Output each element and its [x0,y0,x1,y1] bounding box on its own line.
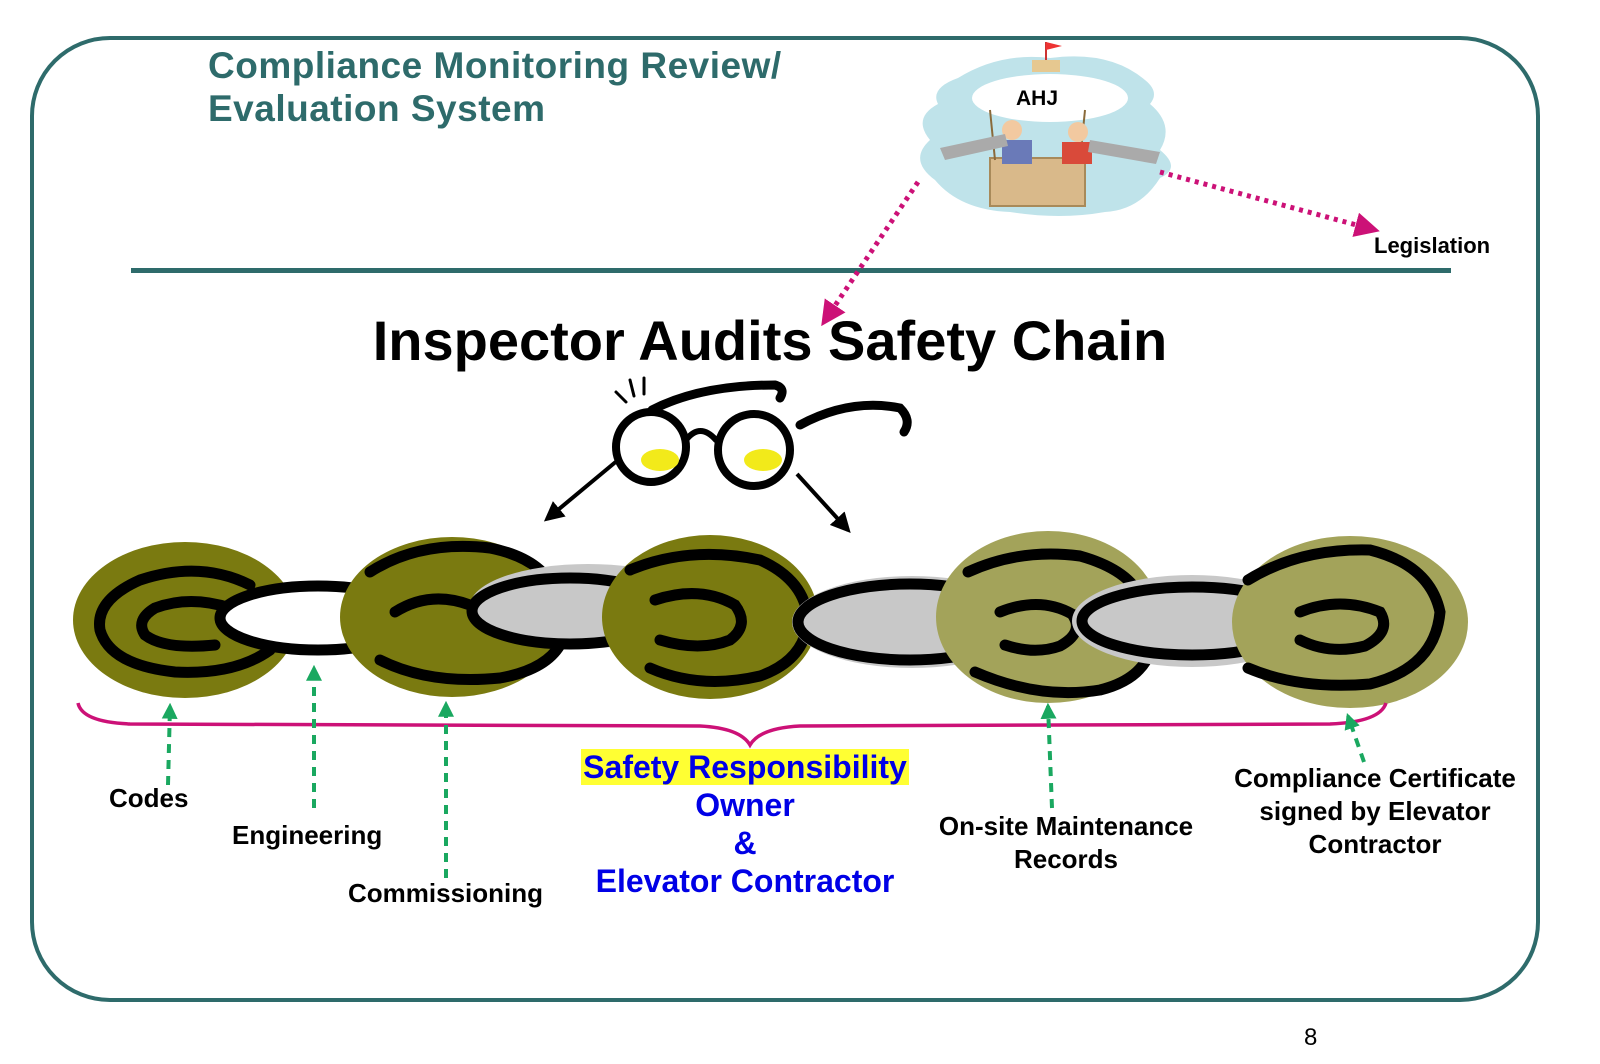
slide-title: Compliance Monitoring Review/ Evaluation… [208,44,782,130]
divider-line [131,268,1451,273]
eye-left-arrow [543,458,620,522]
legislation-label: Legislation [1374,233,1491,258]
responsibility-brace [76,702,1388,749]
safety-chain [73,531,1468,708]
inspector-eyes-icon [612,376,912,490]
maintenance-line-1: On-site Maintenance [938,811,1194,841]
ahj-balloon-icon [920,42,1171,216]
ahj-to-inspector-arrow [821,180,921,327]
commissioning-label: Commissioning [348,878,544,908]
responsibility-line-1: Safety Responsibility [581,749,909,785]
codes-label: Codes [109,783,189,813]
engineering-label: Engineering [232,820,383,850]
page-number: 8 [1304,1024,1318,1051]
certificate-arrow [1344,712,1366,763]
certificate-line-3: Contractor [1308,829,1442,859]
inspector-heading: Inspector Audits Safety Chain [372,309,1168,372]
eye-right-arrow [795,472,851,533]
maintenance-arrow [1040,702,1057,809]
ahj-to-legislation-arrow [1159,169,1380,237]
responsibility-text: Safety Responsibility Owner & Elevator C… [560,748,930,900]
certificate-line-1: Compliance Certificate [1234,763,1516,793]
responsibility-line-3: & [733,825,757,861]
slide-frame [30,36,1540,1002]
ahj-label: AHJ [1016,87,1059,110]
responsibility-line-4: Elevator Contractor [595,863,895,899]
title-line-1: Compliance Monitoring Review/ [208,45,782,86]
maintenance-label: On-site Maintenance Records [928,810,1204,876]
title-line-2: Evaluation System [208,88,546,129]
codes-arrow [161,702,178,786]
responsibility-line-2: Owner [695,787,795,823]
maintenance-line-2: Records [1013,844,1119,874]
certificate-line-2: signed by Elevator [1259,796,1491,826]
certificate-label: Compliance Certificate signed by Elevato… [1220,762,1530,861]
